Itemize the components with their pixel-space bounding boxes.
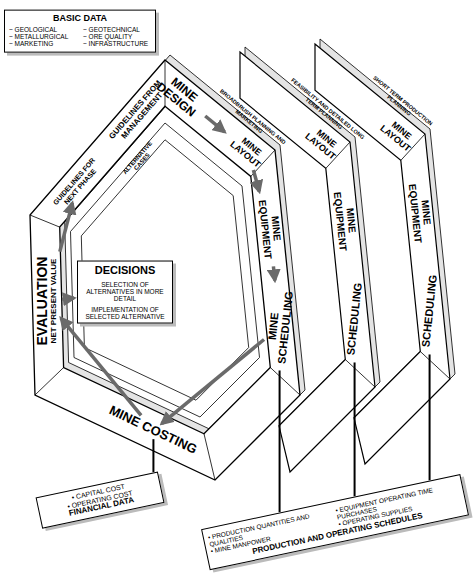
support-post xyxy=(279,370,281,512)
process-step: GUIDELINES FOR NEXT PHASE xyxy=(47,150,108,217)
node-text: IMPLEMENTATION OF SELECTED ALTERNATIVE xyxy=(82,305,168,319)
data-box: • CAPITAL COST• OPERATING COSTFINANCIAL … xyxy=(36,471,165,528)
node-text: DECISIONS xyxy=(82,265,168,277)
node-text: NET PRESENT VALUE xyxy=(50,236,59,366)
node-text: SELECTION OF ALTERNATIVES IN MORE DETAIL xyxy=(82,280,168,301)
node-text: MINE EQUIPMENT xyxy=(330,185,359,257)
data-box: BASIC DATA~ GEOLOGICAL~ METALLURGICAL~ M… xyxy=(4,10,156,53)
flow-arrow xyxy=(162,339,264,423)
node-text: SCHEDULING xyxy=(419,268,440,354)
support-post xyxy=(429,354,431,480)
process-step: MINE SCHEDULING xyxy=(263,283,296,370)
node-text: MINE COSTING xyxy=(96,398,211,462)
process-step: MINE EQUIPMENT xyxy=(255,193,284,265)
band-joint xyxy=(204,434,215,480)
node-text: ~ METALLURGICAL xyxy=(9,32,77,39)
process-step: MINE COSTING xyxy=(96,398,211,462)
node-text: GUIDELINES FOR NEXT PHASE xyxy=(47,150,108,217)
node-text: ~ ORE QUALITY xyxy=(83,32,151,39)
node-text: BASIC DATA xyxy=(9,14,151,24)
process-step: SCHEDULING xyxy=(419,268,440,354)
band-joint xyxy=(345,360,375,388)
flow-arrow xyxy=(253,170,259,192)
process-step: ALTERNATIVE CASES xyxy=(115,133,164,187)
node-text: EVALUATION xyxy=(35,236,50,366)
alternative-ring xyxy=(71,123,260,417)
process-step: MINE EQUIPMENT xyxy=(330,185,359,257)
node-text: ~ GEOLOGICAL xyxy=(9,25,77,32)
node-text: MINE SCHEDULING xyxy=(263,283,296,370)
support-post xyxy=(152,439,154,472)
node-text: ~ MARKETING xyxy=(9,39,77,46)
flow-arrow xyxy=(60,203,73,252)
process-step: MINE EQUIPMENT xyxy=(405,177,434,249)
support-post xyxy=(354,362,356,496)
data-box: DECISIONS SELECTION OF ALTERNATIVES IN MO… xyxy=(77,261,173,324)
node-text: ~ GEOTECHNICAL xyxy=(83,25,151,32)
node-text: ALTERNATIVE CASES xyxy=(115,133,164,187)
flow-arrow xyxy=(273,266,274,280)
band-joint xyxy=(420,352,450,380)
flow-arrow xyxy=(62,298,74,299)
band-joint xyxy=(30,215,60,227)
node-text: ~ INFRASTRUCTURE xyxy=(83,39,151,46)
band-joint xyxy=(270,368,300,396)
process-step: SCHEDULING xyxy=(344,276,365,362)
node-text: MINE EQUIPMENT xyxy=(405,177,434,249)
data-box: • PRODUCTION QUANTITIES AND QUALITIES• E… xyxy=(201,474,469,570)
band-joint xyxy=(35,368,64,396)
text-grid: ~ GEOLOGICAL~ METALLURGICAL~ MARKETING ~ … xyxy=(9,25,151,46)
planning-band xyxy=(30,60,300,480)
process-step: EVALUATIONNET PRESENT VALUE xyxy=(35,236,59,366)
node-text: SCHEDULING xyxy=(344,276,365,362)
node-text: MINE EQUIPMENT xyxy=(255,193,284,265)
flow-arrow xyxy=(61,318,141,415)
flow-arrow xyxy=(205,116,224,132)
